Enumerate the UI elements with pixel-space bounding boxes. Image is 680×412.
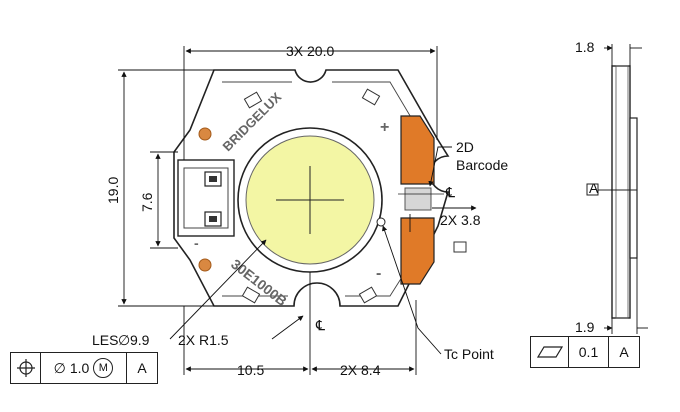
mmc-modifier-icon: M [93,358,114,378]
corner-tab [361,88,381,106]
dim-barcode-offset: 2X 3.8 [440,212,481,228]
negative-pad [400,217,435,285]
minus-mark-board: - [376,265,381,282]
position-symbol-cell [11,353,41,383]
flatness-value: 0.1 [578,344,599,360]
les-label: LES [92,332,118,348]
corner-tab [243,91,263,109]
datum-tag: A [589,180,599,196]
led-board: ℄ BRIDGELUX 30E1000B + - - ℄ [173,69,467,333]
barcode [404,187,432,211]
les-value: 9.9 [130,332,150,348]
tc-point-callout: Tc Point [444,346,494,362]
flatness-icon [536,346,563,358]
plus-mark: + [380,119,389,136]
dim-thickness-bottom: 1.9 [575,319,595,335]
positive-pad [400,115,435,185]
position-value: 1.0 [69,360,90,376]
board-inner-outline [222,81,429,297]
diameter-symbol: ∅ [53,359,66,376]
mounting-hole [198,127,212,141]
barcode-callout-line2: Barcode [456,157,508,173]
hole-center-mark: ℄ [315,317,325,333]
side-view: A 1.8 1.9 [575,39,648,335]
position-value-cell: ∅ 1.0 M [41,353,127,383]
flatness-value-cell: 0.1 [569,337,609,367]
dimension-lines [118,46,477,375]
dim-thickness-top: 1.8 [575,39,595,55]
corner-tab [241,286,261,304]
corner-tab [453,241,467,253]
dim-bottom-right: 2X 8.4 [340,362,381,378]
corner-tab [358,286,378,304]
barcode-callout-line1: 2D [456,139,474,155]
diameter-symbol-les: ∅ [118,332,130,348]
position-datum-cell: A [127,353,157,383]
dim-bottom-left: 10.5 [237,362,264,378]
connector [177,159,235,237]
dim-height: 19.0 [105,177,121,204]
flatness-symbol-cell [531,337,569,367]
dim-width-total: 3X 20.0 [286,43,334,59]
mmc-modifier: M [98,362,108,374]
dim-hole-radius: 2X R1.5 [178,332,229,348]
minus-mark-connector: - [194,235,199,251]
tc-point-marker [376,217,386,227]
side-profile [611,65,631,319]
mounting-hole [198,258,212,272]
position-icon [16,359,35,377]
flatness-datum: A [619,344,629,360]
datum-box [586,183,599,196]
position-datum: A [137,360,147,376]
flatness-tolerance-frame: 0.1 A [530,336,640,368]
flatness-datum-cell: A [609,337,639,367]
barcode-center-mark: ℄ [445,184,455,200]
dim-connector: 7.6 [139,192,155,212]
position-tolerance-frame: ∅ 1.0 M A [10,352,158,384]
